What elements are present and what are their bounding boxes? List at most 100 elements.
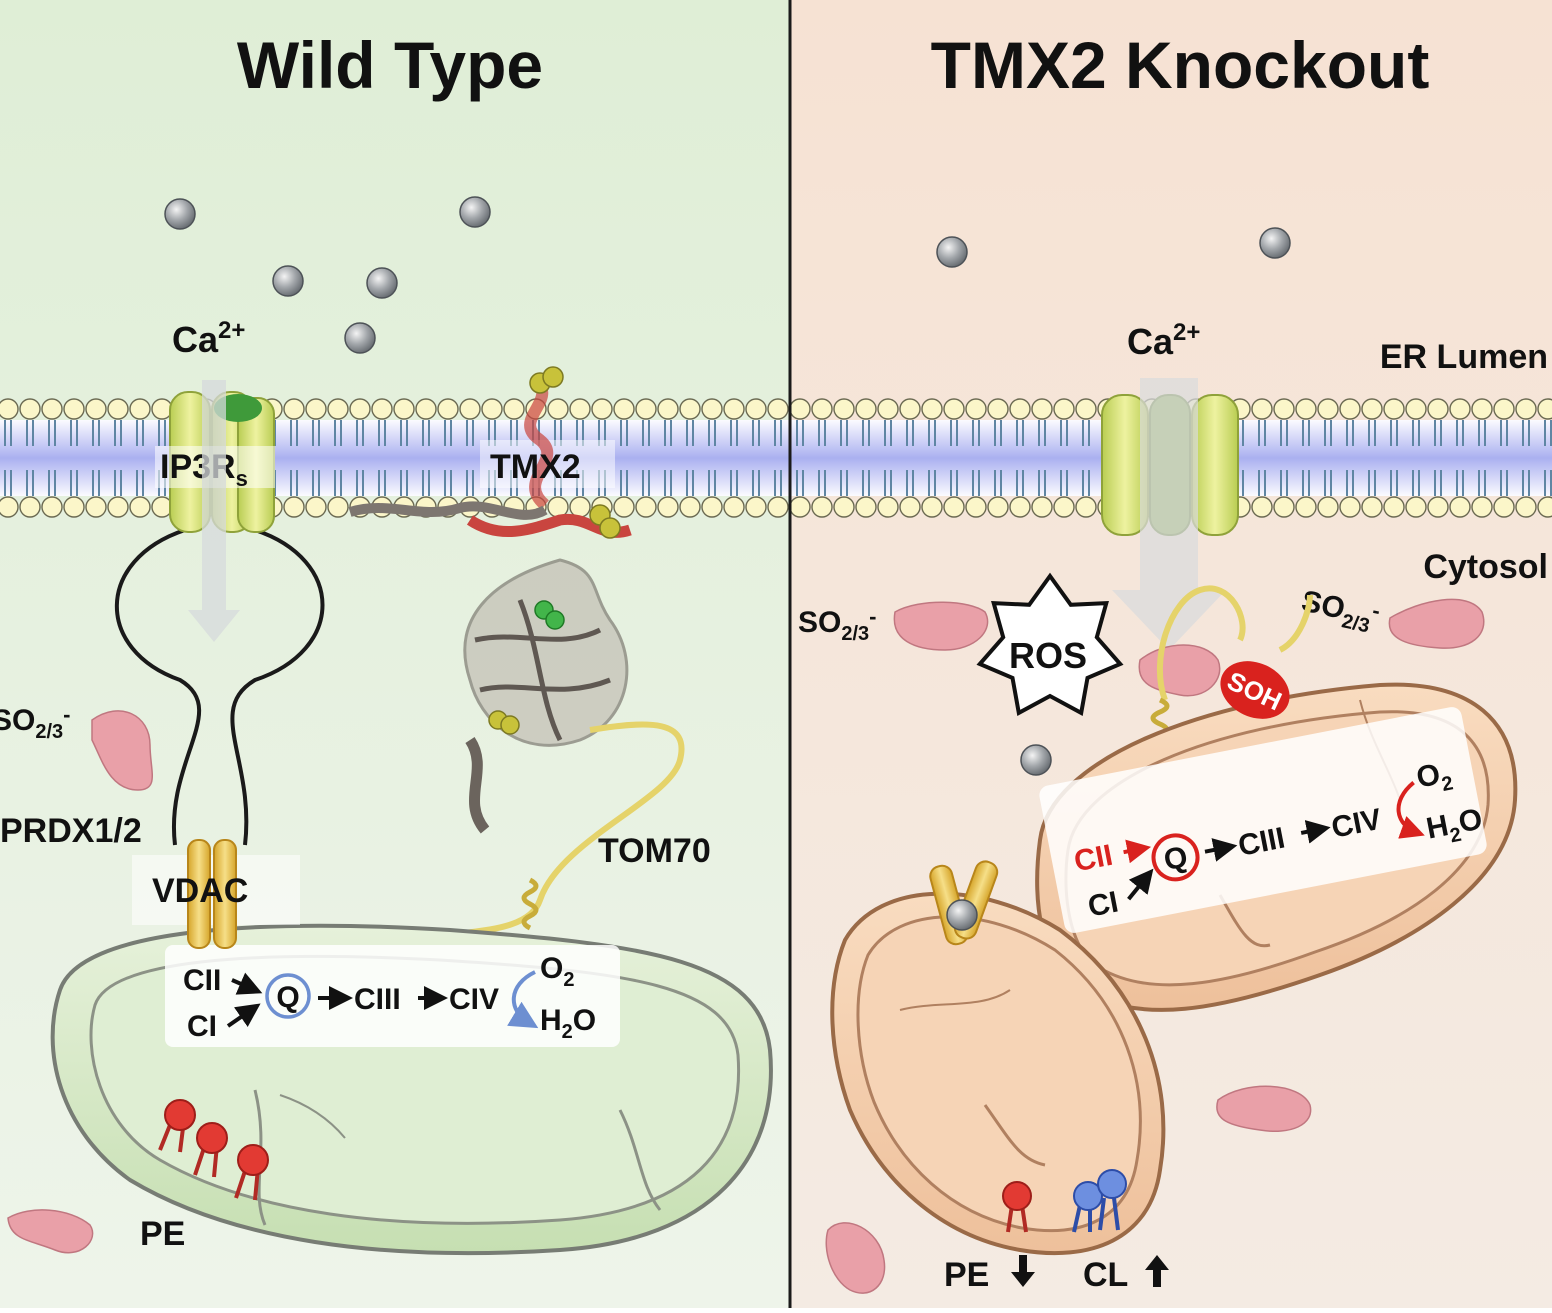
lipid-head	[723, 398, 745, 420]
etc-o2-right-sub: 2	[1440, 772, 1455, 796]
lipid-head	[1537, 496, 1552, 518]
lipid-head	[657, 496, 679, 518]
lipid-tail	[290, 420, 298, 496]
lipid-head	[1405, 398, 1427, 420]
lipid-head	[63, 398, 85, 420]
lipid-tail	[1456, 420, 1464, 496]
so-label-right-1-main: SO	[798, 606, 841, 639]
lipid-head	[855, 398, 877, 420]
etc-ci-left: CI	[187, 1010, 217, 1043]
lipid-head	[1273, 398, 1295, 420]
lipid-tail	[818, 420, 826, 496]
lipid-head	[1295, 398, 1317, 420]
lipid-tail	[92, 420, 100, 496]
lipid-head	[987, 496, 1009, 518]
mitochondrion-right-lower	[830, 891, 1166, 1256]
lipid-tail	[158, 420, 166, 496]
lipid-head	[921, 496, 943, 518]
so-label-right-1: SO2/3-	[798, 604, 877, 645]
tmx2-ribbon-domain	[463, 558, 629, 747]
lipid-tail	[576, 420, 584, 496]
so-protein-right-1	[893, 601, 989, 651]
lipid-tail	[1522, 420, 1530, 496]
mito-crista	[279, 1094, 346, 1139]
lipid-head	[1075, 496, 1097, 518]
mitochondrion-right-upper	[1035, 682, 1518, 1012]
etc-h2o-left-sub: 2	[562, 1021, 573, 1043]
lipid-tail	[642, 420, 650, 496]
lipid-head	[85, 496, 107, 518]
lipid-head	[129, 496, 151, 518]
lipid-head	[459, 398, 481, 420]
lipid-head	[415, 398, 437, 420]
etc-o2-h2o-arrow-left	[507, 970, 539, 1029]
so-protein-bottom-right-2	[825, 1222, 886, 1294]
so-label-right-1-sub: 2/3	[841, 623, 869, 645]
calcium-ion	[164, 198, 196, 230]
calcium-ion	[366, 267, 398, 299]
lipid-head	[789, 398, 811, 420]
lipid-head	[19, 496, 41, 518]
pe-lipids-left	[158, 1099, 269, 1201]
lipid-head	[283, 398, 305, 420]
pe-lipid-head	[1002, 1181, 1032, 1211]
tom70-coil	[521, 877, 539, 931]
so-label-right-1-sup: -	[869, 604, 876, 629]
lipid-head	[1251, 496, 1273, 518]
lipid-head	[85, 398, 107, 420]
lipid-tail	[1434, 420, 1442, 496]
etc-civ-left: CIV	[449, 983, 499, 1016]
lipid-head	[129, 398, 151, 420]
lipid-head	[899, 398, 921, 420]
lipid-head	[811, 496, 833, 518]
lipid-tail	[862, 420, 870, 496]
lipid-tail	[774, 420, 782, 496]
lipid-head	[393, 398, 415, 420]
etc-cii-left: CII	[183, 964, 221, 997]
etc-arrow-q-ciii-right	[1204, 838, 1238, 862]
lipid-head	[1427, 496, 1449, 518]
lipid-head	[767, 398, 789, 420]
lipid-head	[19, 398, 41, 420]
calcium-ion	[1020, 744, 1052, 776]
etc-arrow-cii-q-right	[1123, 839, 1152, 864]
lipid-tail	[664, 420, 672, 496]
so-label-left-sub: 2/3	[35, 721, 63, 743]
lipid-head	[1031, 398, 1053, 420]
lipid-head	[0, 496, 19, 518]
lipid-head	[569, 496, 591, 518]
so-protein-left	[91, 710, 153, 791]
lipid-tail	[510, 420, 518, 496]
calcium-label-left: Ca2+	[172, 317, 245, 360]
lipid-tail	[136, 420, 144, 496]
lipid-head	[877, 496, 899, 518]
so-protein-right-2	[1388, 598, 1485, 649]
lipid-head	[921, 398, 943, 420]
etc-panel-left	[165, 945, 620, 1047]
pe-lipid-head	[196, 1122, 228, 1154]
pe-lipid-head	[237, 1144, 269, 1176]
tmx2-atom-cluster	[542, 366, 564, 388]
lipid-tail	[906, 420, 914, 496]
lipid-head	[1471, 398, 1493, 420]
lipid-head	[899, 496, 921, 518]
lipid-tail	[312, 420, 320, 496]
lipid-head	[1317, 496, 1339, 518]
lipid-tail	[620, 420, 628, 496]
etc-chain-left: CII CI Q CIII CIV O2 H2O	[183, 952, 596, 1043]
cl-lipid-right	[1072, 1169, 1127, 1233]
lipid-tail	[1324, 420, 1332, 496]
vdac-barrel	[187, 839, 211, 949]
etc-arrow-ci-q	[226, 1003, 261, 1028]
lipid-tail	[334, 420, 342, 496]
lipid-tail	[114, 420, 122, 496]
cl-increase-arrow	[1145, 1255, 1169, 1287]
lipid-tail	[884, 420, 892, 496]
so-protein-bottom-left	[7, 1209, 94, 1254]
lipid-head	[1339, 398, 1361, 420]
lipid-head	[1075, 398, 1097, 420]
lipid-head	[1295, 496, 1317, 518]
lipid-head	[41, 398, 63, 420]
